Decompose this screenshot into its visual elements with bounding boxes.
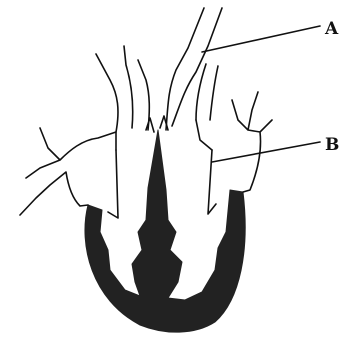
- pulmonary-artery: [138, 8, 222, 130]
- leader-line-a: [202, 26, 320, 52]
- leader-line-b: [212, 142, 320, 162]
- aorta: [96, 46, 133, 132]
- left-ventricle-inner: [108, 150, 118, 218]
- vena-cava: [196, 64, 218, 120]
- left-atrium: [20, 128, 116, 215]
- right-atrium: [196, 92, 272, 192]
- label-a: A: [324, 19, 339, 39]
- right-ventricle-inner: [208, 150, 216, 214]
- label-b: B: [325, 135, 339, 155]
- valve-left: [146, 118, 154, 132]
